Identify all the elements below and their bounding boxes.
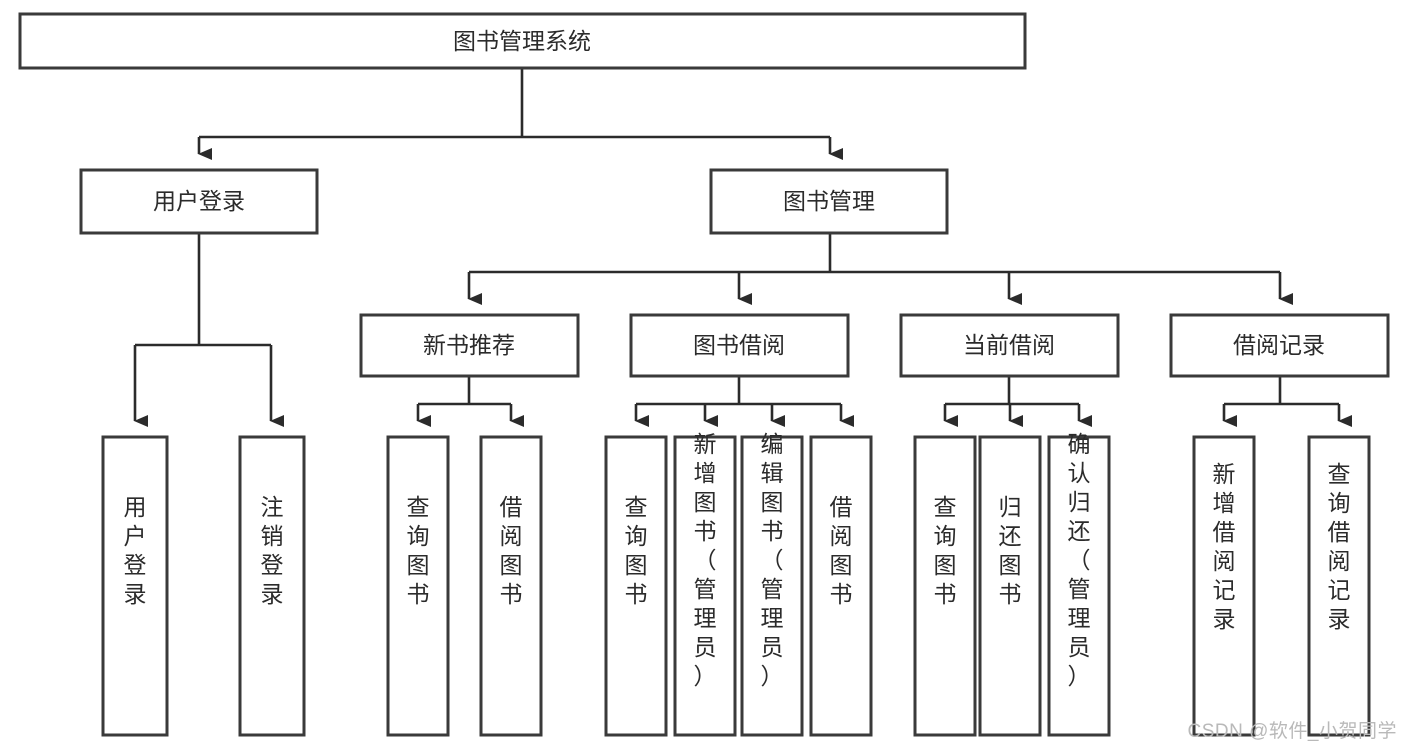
leaf-current-borrow-1[interactable]: 查询图书 [913,435,977,737]
leaf-new-book-1[interactable]: 查询图书 [386,435,450,737]
leaf-label: 查询借阅记录 [1328,461,1351,632]
leaf-box[interactable] [1307,435,1371,737]
leaf-label: 确认归还（管理员） [1068,431,1091,689]
node-current-borrow-box[interactable] [899,313,1120,378]
node-book-borrow-label: 图书借阅 [693,332,785,358]
leaf-current-borrow-2[interactable]: 归还图书 [978,435,1042,737]
node-root-box[interactable] [18,12,1027,70]
leaf-label: 新增图书（管理员） [694,431,717,689]
leaf-borrow-record-1[interactable]: 新增借阅记录 [1192,435,1256,737]
node-user-login-box[interactable] [79,168,319,235]
node-book-manage-box[interactable] [709,168,949,235]
node-new-book-box[interactable] [359,313,580,378]
leaf-box[interactable] [1047,435,1111,737]
leaf-book-borrow-1[interactable]: 查询图书 [604,435,668,737]
node-current-borrow[interactable]: 当前借阅 [899,313,1120,378]
leaf-label: 新增借阅记录 [1213,461,1236,632]
node-new-book[interactable]: 新书推荐 [359,313,580,378]
leaf-box[interactable] [809,435,873,737]
node-user-login-label: 用户登录 [153,188,245,214]
node-book-borrow-box[interactable] [629,313,850,378]
leaf-user-login-2[interactable]: 注销登录 [238,435,306,737]
leaf-box[interactable] [978,435,1042,737]
leaf-box[interactable] [913,435,977,737]
connector-layer [133,68,1352,427]
leaf-box[interactable] [1192,435,1256,737]
leaf-box[interactable] [386,435,450,737]
leaf-box[interactable] [238,435,306,737]
leaf-box[interactable] [740,435,804,737]
node-book-manage-label: 图书管理 [783,188,875,214]
leaf-current-borrow-3[interactable]: 确认归还（管理员） [1047,431,1111,737]
leaf-borrow-record-2[interactable]: 查询借阅记录 [1307,435,1371,737]
leaf-box[interactable] [673,435,737,737]
leaf-label: 用户登录 [124,494,147,607]
leaf-label: 查询图书 [625,494,648,607]
leaf-box[interactable] [479,435,543,737]
node-current-borrow-label: 当前借阅 [963,332,1055,358]
leaf-book-borrow-4[interactable]: 借阅图书 [809,435,873,737]
leaf-label: 借阅图书 [500,494,523,607]
node-borrow-record[interactable]: 借阅记录 [1169,313,1390,378]
leaf-book-borrow-2[interactable]: 新增图书（管理员） [673,431,737,737]
node-book-manage[interactable]: 图书管理 [709,168,949,235]
node-book-borrow[interactable]: 图书借阅 [629,313,850,378]
leaf-label: 编辑图书（管理员） [761,431,784,689]
leaf-book-borrow-3[interactable]: 编辑图书（管理员） [740,431,804,737]
node-root[interactable]: 图书管理系统 [18,12,1027,70]
leaf-user-login-1[interactable]: 用户登录 [101,435,169,737]
node-new-book-label: 新书推荐 [423,332,515,358]
node-user-login[interactable]: 用户登录 [79,168,319,235]
leaf-new-book-2[interactable]: 借阅图书 [479,435,543,737]
leaf-box[interactable] [101,435,169,737]
node-borrow-record-box[interactable] [1169,313,1390,378]
leaf-box[interactable] [604,435,668,737]
leaf-label: 借阅图书 [830,494,853,607]
leaf-label: 归还图书 [999,494,1022,607]
node-root-label: 图书管理系统 [453,28,591,54]
leaf-label: 注销登录 [261,494,284,607]
leaf-label: 查询图书 [934,494,957,607]
leaf-label: 查询图书 [407,494,430,607]
node-borrow-record-label: 借阅记录 [1233,332,1325,358]
